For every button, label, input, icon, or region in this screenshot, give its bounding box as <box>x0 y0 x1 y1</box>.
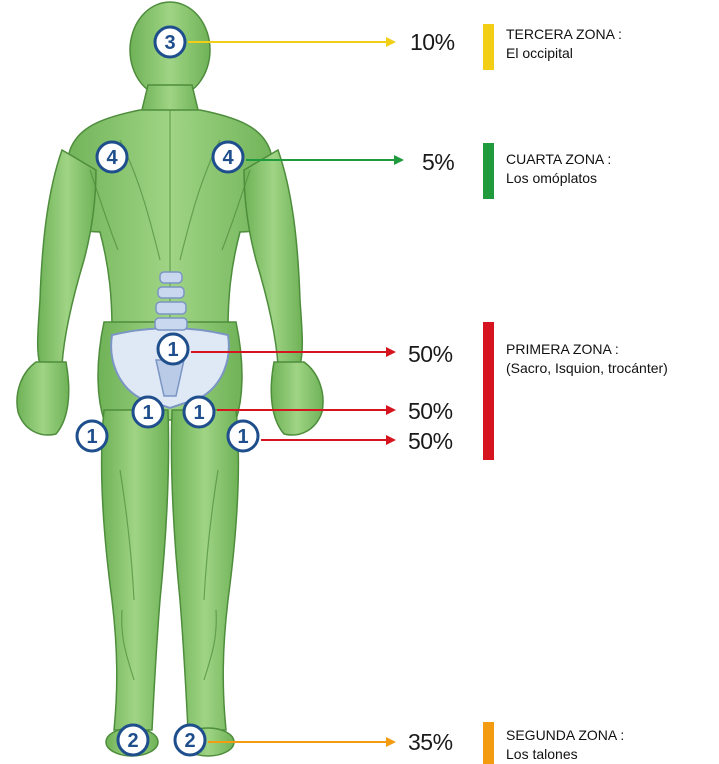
zone-marker-label: 2 <box>184 730 195 752</box>
zone-marker-1: 1 <box>228 421 258 451</box>
zone-marker-1: 1 <box>184 397 214 427</box>
zone-marker-label: 4 <box>222 147 234 169</box>
arrowhead-icon <box>386 435 396 445</box>
zone-bar-tercera <box>483 24 494 70</box>
zone-marker-label: 1 <box>142 402 153 424</box>
zone-subtitle-primera: (Sacro, Isquion, trocánter) <box>506 360 668 376</box>
zone-title-tercera: TERCERA ZONA : <box>506 26 622 42</box>
zone-marker-label: 4 <box>106 147 118 169</box>
zone-bar-cuarta <box>483 143 494 199</box>
arrowhead-icon <box>386 37 396 47</box>
zone-bar-segunda <box>483 722 494 764</box>
value-isquion: 50% <box>408 398 453 425</box>
value-trocanter: 50% <box>408 428 453 455</box>
zone-subtitle-tercera: El occipital <box>506 45 573 61</box>
arrowhead-icon <box>386 405 396 415</box>
leader-line-trocanter <box>261 435 396 445</box>
leader-line-occipital <box>188 37 396 47</box>
zone-subtitle-segunda: Los talones <box>506 746 578 762</box>
zone-marker-label: 1 <box>237 426 248 448</box>
zone-title-cuarta: CUARTA ZONA : <box>506 151 611 167</box>
value-occipital: 10% <box>410 29 455 56</box>
zone-marker-2: 2 <box>118 725 148 755</box>
zone-marker-1: 1 <box>158 334 188 364</box>
zone-marker-label: 2 <box>127 730 138 752</box>
zone-marker-label: 1 <box>167 339 178 361</box>
zone-title-segunda: SEGUNDA ZONA : <box>506 727 624 743</box>
zone-marker-1: 1 <box>133 397 163 427</box>
value-omoplatos: 5% <box>422 149 454 176</box>
arrowhead-icon <box>394 155 404 165</box>
zone-title-primera: PRIMERA ZONA : <box>506 341 619 357</box>
leader-line-talones <box>208 737 396 747</box>
arrowhead-icon <box>386 347 396 357</box>
zone-marker-4: 4 <box>97 142 127 172</box>
zone-marker-label: 1 <box>86 426 97 448</box>
zone-marker-4: 4 <box>213 142 243 172</box>
zone-marker-1: 1 <box>77 421 107 451</box>
arrowhead-icon <box>386 737 396 747</box>
zone-marker-label: 1 <box>193 402 204 424</box>
zone-marker-3: 3 <box>155 27 185 57</box>
zone-bar-primera <box>483 322 494 460</box>
value-sacro: 50% <box>408 341 453 368</box>
value-talones: 35% <box>408 729 453 756</box>
zone-marker-2: 2 <box>175 725 205 755</box>
zone-subtitle-cuarta: Los omóplatos <box>506 170 597 186</box>
zone-marker-label: 3 <box>164 32 175 54</box>
